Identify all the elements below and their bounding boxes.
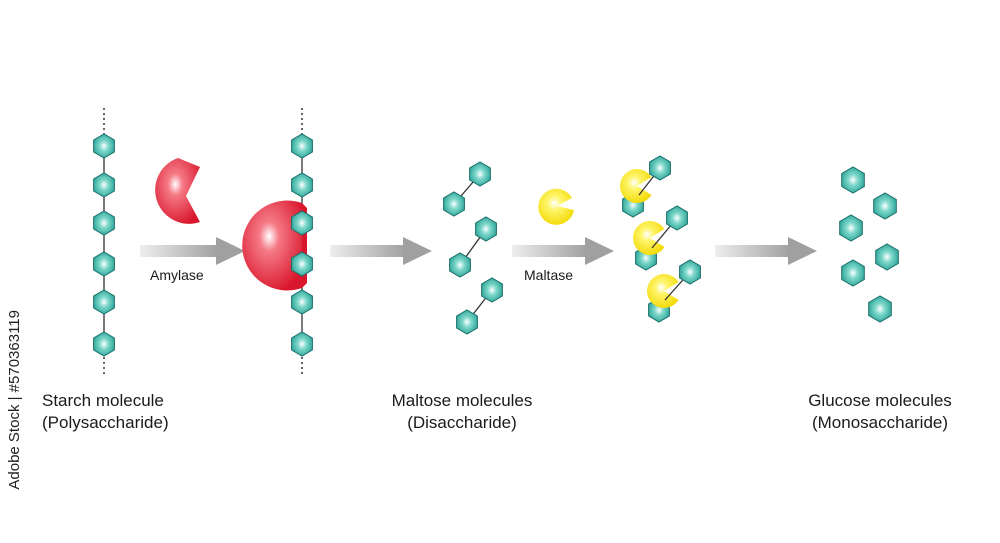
maltase-enzyme bbox=[633, 221, 665, 256]
glucose-hexagon bbox=[449, 252, 471, 278]
starch-label-line2: (Polysaccharide) bbox=[42, 413, 169, 432]
glucose-hexagon bbox=[93, 133, 115, 159]
glucose-hexagon bbox=[93, 172, 115, 198]
glucose-hexagon bbox=[839, 214, 863, 242]
glucose-hexagon bbox=[875, 243, 899, 271]
maltase-label: Maltase bbox=[524, 267, 574, 283]
glucose-hexagon bbox=[868, 295, 892, 323]
maltase-enzyme bbox=[538, 188, 574, 225]
glucose-molecules bbox=[839, 166, 899, 323]
glucose-hexagon bbox=[679, 259, 701, 285]
arrow-4 bbox=[715, 237, 817, 265]
glucose-hexagon bbox=[291, 210, 313, 236]
glucose-hexagon bbox=[666, 205, 688, 231]
starch-label: Starch molecule (Polysaccharide) bbox=[42, 390, 169, 434]
maltose-molecules bbox=[443, 161, 503, 335]
amylase-label: Amylase bbox=[150, 267, 204, 283]
glucose-hexagon bbox=[291, 331, 313, 357]
glucose-hexagon bbox=[291, 289, 313, 315]
glucose-hexagon bbox=[93, 210, 115, 236]
amylase-enzyme bbox=[155, 158, 200, 224]
glucose-hexagon bbox=[481, 277, 503, 303]
arrow-3 bbox=[512, 237, 614, 265]
arrow-1 bbox=[140, 237, 245, 265]
glucose-hexagon bbox=[475, 216, 497, 242]
maltase-enzyme bbox=[647, 274, 679, 308]
glucose-hexagon bbox=[93, 251, 115, 277]
starch-molecule bbox=[93, 108, 115, 376]
glucose-label-line2: (Monosaccharide) bbox=[811, 413, 949, 432]
glucose-hexagon bbox=[841, 166, 865, 194]
starch-molecule-bound bbox=[242, 108, 313, 376]
maltose-maltase-complexes bbox=[620, 155, 701, 323]
glucose-hexagon bbox=[456, 309, 478, 335]
glucose-hexagon bbox=[291, 172, 313, 198]
glucose-hexagon bbox=[469, 161, 491, 187]
stock-watermark: Adobe Stock | #570363119 bbox=[6, 310, 23, 490]
maltase-enzyme bbox=[620, 168, 652, 204]
maltose-label-line2: (Disaccharide) bbox=[407, 413, 517, 432]
glucose-hexagon bbox=[841, 259, 865, 287]
glucose-hexagon bbox=[649, 155, 671, 181]
glucose-hexagon bbox=[443, 191, 465, 217]
arrow-2 bbox=[330, 237, 432, 265]
maltose-label-line1: Maltose molecules bbox=[391, 391, 533, 410]
maltose-label: Maltose molecules (Disaccharide) bbox=[372, 390, 552, 434]
starch-label-line1: Starch molecule bbox=[42, 391, 164, 410]
glucose-hexagon bbox=[873, 192, 897, 220]
glucose-hexagon bbox=[93, 331, 115, 357]
glucose-hexagon bbox=[93, 289, 115, 315]
glucose-label: Glucose molecules (Monosaccharide) bbox=[790, 390, 970, 434]
glucose-hexagon bbox=[291, 251, 313, 277]
glucose-label-line1: Glucose molecules bbox=[808, 391, 952, 410]
glucose-hexagon bbox=[291, 133, 313, 159]
